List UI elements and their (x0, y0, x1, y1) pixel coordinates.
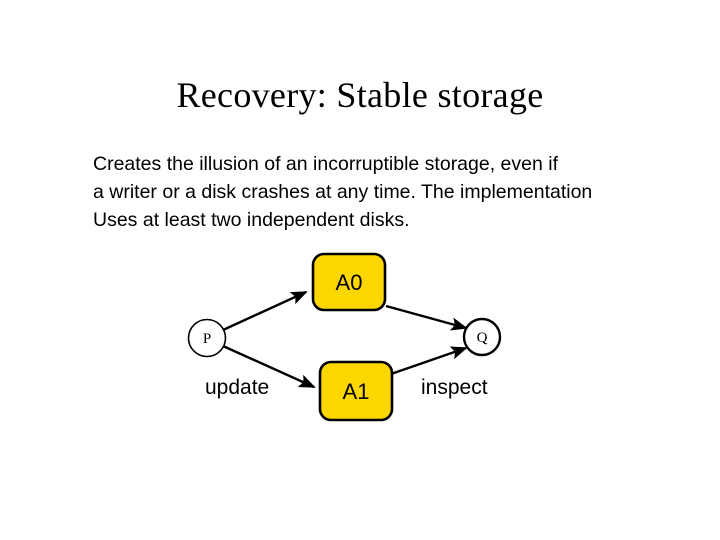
diagram-edges (222, 290, 468, 389)
stable-storage-diagram: P A0 A1 Q update inspect (175, 248, 520, 433)
body-line-2: a writer or a disk crashes at any time. … (93, 181, 593, 203)
diagram-svg: P A0 A1 Q update inspect (187, 252, 502, 422)
node-p[interactable]: P (187, 318, 227, 358)
edge-p-to-a0 (222, 290, 308, 332)
node-q-circle (462, 317, 502, 357)
node-a0[interactable]: A0 (311, 252, 387, 312)
node-a0-label: A0 (336, 270, 363, 295)
body-line-1: Creates the illusion of an incorruptible… (93, 153, 559, 175)
edge-a0-to-q (385, 304, 468, 331)
node-p-circle (187, 318, 227, 358)
node-a0-box (311, 252, 387, 312)
edge-a1-to-q (390, 346, 468, 376)
node-p-label: P (203, 331, 211, 347)
node-a1-box (318, 360, 394, 422)
slide-body-text: Creates the illusion of an incorruptible… (93, 150, 720, 234)
edge-label-update: update (205, 376, 269, 399)
node-q[interactable]: Q (462, 317, 502, 357)
node-q-label: Q (477, 330, 488, 346)
edge-label-inspect: inspect (421, 376, 488, 399)
edge-p-to-a1 (222, 344, 316, 389)
node-a1-label: A1 (343, 379, 370, 404)
page-title: Recovery: Stable storage (176, 75, 544, 115)
body-line-3: Uses at least two independent disks. (93, 209, 410, 231)
node-a1[interactable]: A1 (318, 360, 394, 422)
